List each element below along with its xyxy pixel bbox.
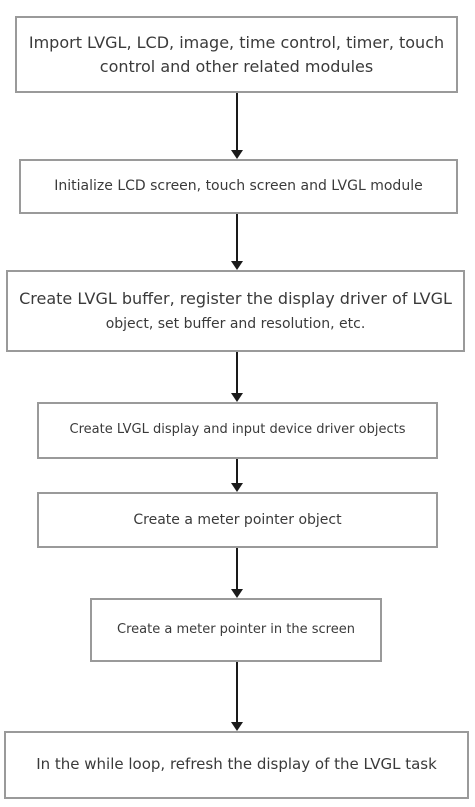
arrow-head <box>231 261 243 270</box>
arrow-shaft <box>236 93 238 151</box>
arrow-down-icon <box>229 548 245 598</box>
arrow-head <box>231 483 243 492</box>
step-7-while-loop-box: In the while loop, refresh the display o… <box>4 731 469 799</box>
arrow-shaft <box>236 214 238 262</box>
arrow-head <box>231 393 243 402</box>
arrow-head <box>231 589 243 598</box>
arrow-down-icon <box>229 459 245 492</box>
arrow-down-icon <box>229 662 245 731</box>
step-1-text-line-2: control and other related modules <box>99 56 374 76</box>
step-1-import-modules-box: Import LVGL, LCD, image, time control, t… <box>15 16 458 93</box>
step-4-driver-objects-box: Create LVGL display and input device dri… <box>37 402 438 459</box>
arrow-shaft <box>236 459 238 484</box>
arrow-down-icon <box>229 93 245 159</box>
arrow-head <box>231 150 243 159</box>
arrow-down-icon <box>229 214 245 270</box>
arrow-down-icon <box>229 352 245 402</box>
step-5-text-line-1: Create a meter pointer object <box>133 511 342 528</box>
step-6-text-line-1: Create a meter pointer in the screen <box>117 621 355 637</box>
arrow-shaft <box>236 352 238 394</box>
step-5-meter-pointer-object-box: Create a meter pointer object <box>37 492 438 548</box>
step-2-initialize-box: Initialize LCD screen, touch screen and … <box>19 159 458 214</box>
arrow-head <box>231 722 243 731</box>
step-2-text-line-1: Initialize LCD screen, touch screen and … <box>54 178 423 195</box>
step-3-text-line-1: Create LVGL buffer, register the display… <box>19 289 452 309</box>
step-3-text-line-2: object, set buffer and resolution, etc. <box>105 316 366 333</box>
arrow-shaft <box>236 548 238 590</box>
step-1-text-line-1: Import LVGL, LCD, image, time control, t… <box>28 33 445 53</box>
step-7-text-line-1: In the while loop, refresh the display o… <box>36 755 437 774</box>
step-3-create-buffer-box: Create LVGL buffer, register the display… <box>6 270 465 352</box>
arrow-shaft <box>236 662 238 723</box>
step-6-meter-pointer-screen-box: Create a meter pointer in the screen <box>90 598 382 662</box>
step-4-text-line-1: Create LVGL display and input device dri… <box>69 422 406 438</box>
